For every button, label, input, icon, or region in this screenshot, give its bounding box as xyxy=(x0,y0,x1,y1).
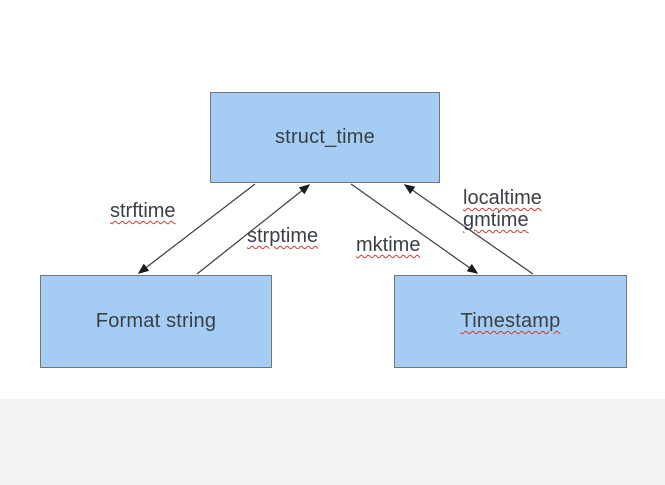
node-timestamp-label: Timestamp xyxy=(460,310,561,332)
edge-label-mktime: mktime xyxy=(356,234,420,256)
edge-label-localtime-gmtime: localtime gmtime xyxy=(463,187,542,231)
node-struct-time: struct_time xyxy=(210,92,440,183)
node-struct-time-label: struct_time xyxy=(274,126,375,148)
page-footer-background xyxy=(0,399,665,485)
edge-label-localtime-text: localtime xyxy=(463,187,542,209)
arrow-strftime xyxy=(137,183,256,274)
edge-label-strftime: strftime xyxy=(110,200,176,222)
arrow-strptime xyxy=(196,184,311,275)
node-format-string-label: Format string xyxy=(95,310,217,332)
arrow-mktime xyxy=(350,183,479,274)
node-timestamp: Timestamp xyxy=(394,275,627,368)
node-format-string: Format string xyxy=(40,275,272,368)
edge-label-mktime-text: mktime xyxy=(356,234,421,256)
edge-label-strptime-text: strptime xyxy=(247,225,319,247)
edge-label-strftime-text: strftime xyxy=(110,200,176,222)
edge-label-strptime: strptime xyxy=(247,225,318,247)
arrow-localtime-gmtime xyxy=(403,184,534,275)
edge-label-gmtime-text: gmtime xyxy=(463,209,529,231)
